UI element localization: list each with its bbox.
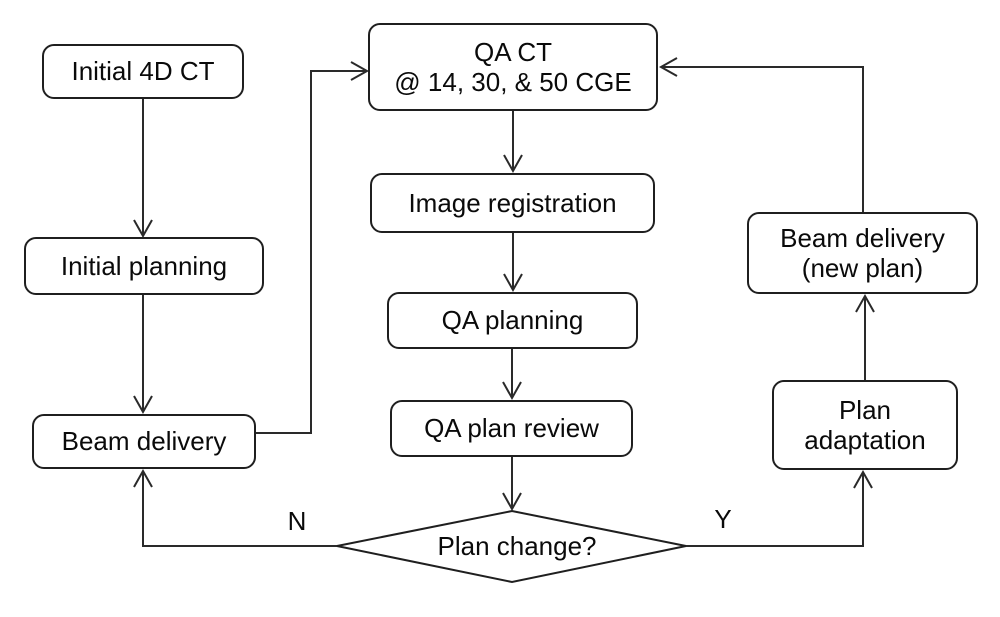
arrowhead-right-icon: [350, 61, 370, 81]
edge-decision-no-to-beam: [142, 472, 337, 547]
node-beam-delivery: Beam delivery: [32, 414, 256, 469]
arrowhead-down-icon: [502, 492, 522, 512]
arrowhead-down-icon: [133, 219, 153, 239]
node-initial-planning: Initial planning: [24, 237, 264, 295]
node-plan-adaptation: Plan adaptation: [772, 380, 958, 470]
arrowhead-up-icon: [853, 469, 873, 489]
node-label-line1: QA CT: [473, 36, 552, 67]
node-initial-4d-ct: Initial 4D CT: [42, 44, 244, 99]
edge-beam-to-qact: [255, 70, 366, 434]
arrowhead-left-icon: [658, 57, 678, 77]
arrowhead-down-icon: [502, 381, 522, 401]
node-qa-plan-review: QA plan review: [390, 400, 633, 457]
arrowhead-down-icon: [503, 154, 523, 174]
node-label: QA planning: [441, 305, 584, 336]
edge-decision-yes-to-adaptation: [686, 473, 864, 547]
arrowhead-up-icon: [855, 293, 875, 313]
node-label: Beam delivery: [61, 426, 227, 457]
node-label: Initial planning: [60, 250, 228, 281]
node-label: QA plan review: [424, 413, 599, 444]
arrowhead-down-icon: [133, 395, 153, 415]
node-label: Initial 4D CT: [71, 56, 215, 87]
edge-newbeam-to-qact: [662, 66, 864, 212]
node-label: Image registration: [408, 187, 617, 218]
arrowhead-up-icon: [133, 468, 153, 488]
node-label-line2: (new plan): [801, 253, 924, 283]
node-qa-ct: QA CT @ 14, 30, & 50 CGE: [368, 23, 658, 111]
node-image-registration: Image registration: [370, 173, 655, 233]
connector-lines: [133, 57, 875, 547]
node-beam-delivery-new-plan: Beam delivery (new plan): [747, 212, 978, 294]
arrowhead-down-icon: [503, 273, 523, 293]
node-qa-planning: QA planning: [387, 292, 638, 349]
node-label-line2: @ 14, 30, & 50 CGE: [394, 67, 632, 97]
decision-diamond-shape: [336, 509, 687, 584]
node-label-line1: Beam delivery: [780, 222, 945, 253]
node-label-line2: adaptation: [804, 425, 926, 455]
node-label-line1: Plan: [838, 394, 892, 425]
